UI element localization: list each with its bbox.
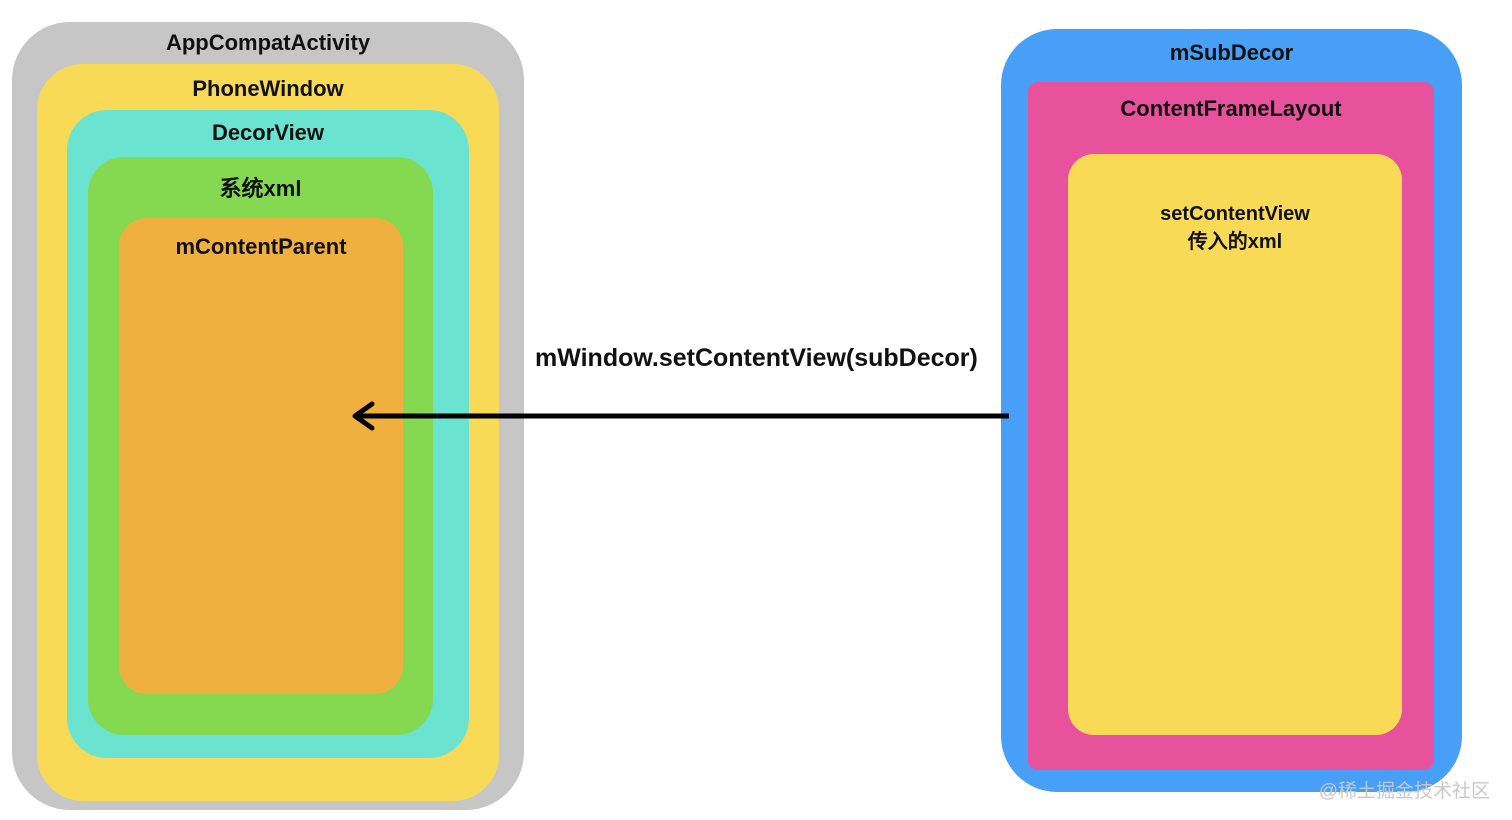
mcontentparent-box: mContentParent bbox=[119, 218, 403, 694]
setcontentview-label: setContentView 传入的xml bbox=[1068, 200, 1402, 256]
arrow-label: mWindow.setContentView(subDecor) bbox=[535, 344, 978, 372]
contentframelayout-box: ContentFrameLayout setContentView 传入的xml bbox=[1028, 82, 1434, 770]
mcontentparent-label: mContentParent bbox=[175, 234, 347, 259]
setcontentview-label-line2: 传入的xml bbox=[1187, 231, 1283, 253]
setcontentview-box: setContentView 传入的xml bbox=[1068, 154, 1402, 735]
phonewindow-label: PhoneWindow bbox=[192, 76, 344, 101]
decorview-box: DecorView 系统xml mContentParent bbox=[67, 110, 469, 758]
msubdecor-label: mSubDecor bbox=[1169, 40, 1294, 65]
contentframelayout-label: ContentFrameLayout bbox=[1120, 96, 1342, 121]
decorview-label: DecorView bbox=[211, 120, 325, 145]
appcompatactivity-box: AppCompatActivity PhoneWindow DecorView … bbox=[12, 22, 524, 810]
appcompatactivity-label: AppCompatActivity bbox=[165, 30, 371, 55]
watermark: @稀土掘金技术社区 bbox=[1318, 781, 1490, 802]
setcontentview-label-line1: setContentView bbox=[1160, 203, 1310, 225]
phonewindow-box: PhoneWindow DecorView 系统xml mContentPare… bbox=[37, 64, 499, 801]
system-xml-label: 系统xml bbox=[219, 176, 302, 201]
system-xml-box: 系统xml mContentParent bbox=[88, 157, 433, 735]
msubdecor-box: mSubDecor ContentFrameLayout setContentV… bbox=[1001, 29, 1462, 792]
